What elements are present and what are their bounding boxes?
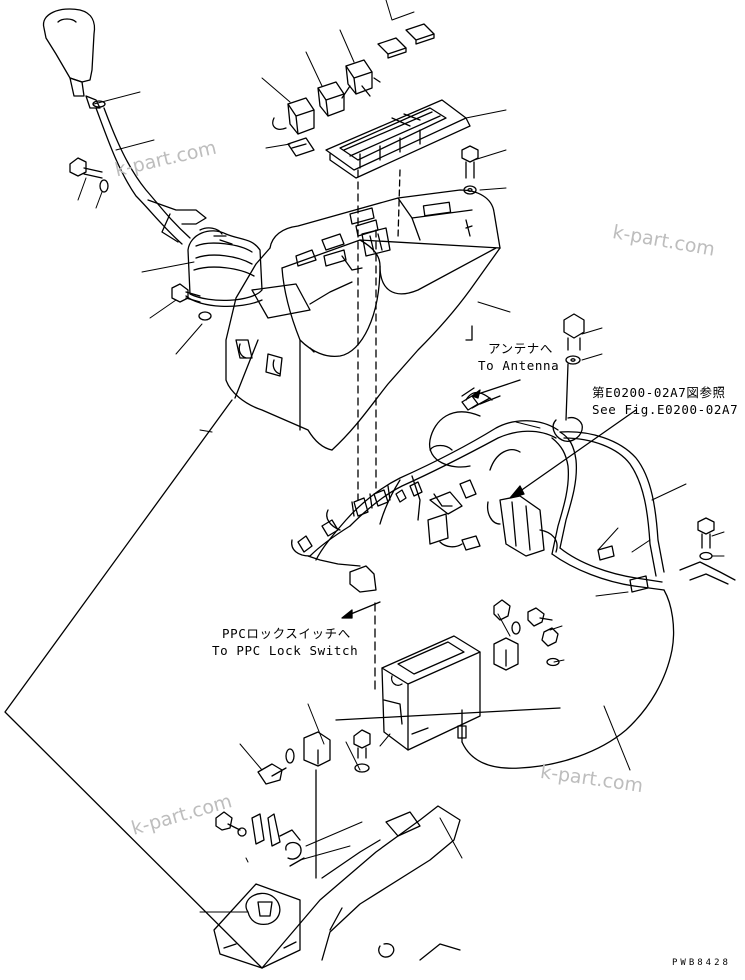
bolt-washer-left-mid bbox=[171, 283, 212, 321]
box-bolts bbox=[493, 599, 560, 667]
label-ppc-en: To PPC Lock Switch bbox=[212, 643, 359, 658]
lock-lever-parts bbox=[215, 811, 305, 867]
wiring-harness bbox=[291, 325, 665, 593]
shift-lever bbox=[42, 8, 207, 245]
arrow-fig-ref bbox=[509, 409, 637, 499]
label-antenna-jp: アンテナへ bbox=[488, 341, 554, 356]
panel-dashed-guides bbox=[357, 169, 377, 501]
console-body bbox=[225, 189, 501, 451]
switch-panel bbox=[325, 99, 471, 179]
blank-plates bbox=[287, 23, 435, 157]
label-antenna-en: To Antenna bbox=[478, 358, 560, 373]
bracket-right bbox=[493, 637, 519, 671]
rocker-switches bbox=[272, 59, 381, 135]
label-ppc-jp: PPCロックスイッチへ bbox=[222, 626, 351, 641]
box-cable bbox=[457, 589, 675, 769]
controller-box bbox=[381, 635, 481, 751]
reference-lines bbox=[4, 339, 561, 969]
bolt-washer-right-top bbox=[563, 313, 585, 365]
bolt-washer-console bbox=[461, 145, 479, 195]
lower-bracket bbox=[257, 729, 371, 879]
bolt-washer-left-top bbox=[69, 157, 109, 193]
floor-plate bbox=[213, 805, 461, 969]
label-fig-ref-en: See Fig.E0200-02A7 bbox=[592, 402, 739, 417]
arrow-ppc bbox=[341, 601, 381, 619]
drawing-code: PWB8428 bbox=[672, 958, 731, 968]
bolt-washer-right-mid bbox=[679, 517, 736, 585]
leader-lines bbox=[77, 0, 725, 913]
label-fig-ref-jp: 第E0200-02A7図参照 bbox=[592, 385, 726, 400]
arrow-antenna bbox=[471, 379, 521, 399]
